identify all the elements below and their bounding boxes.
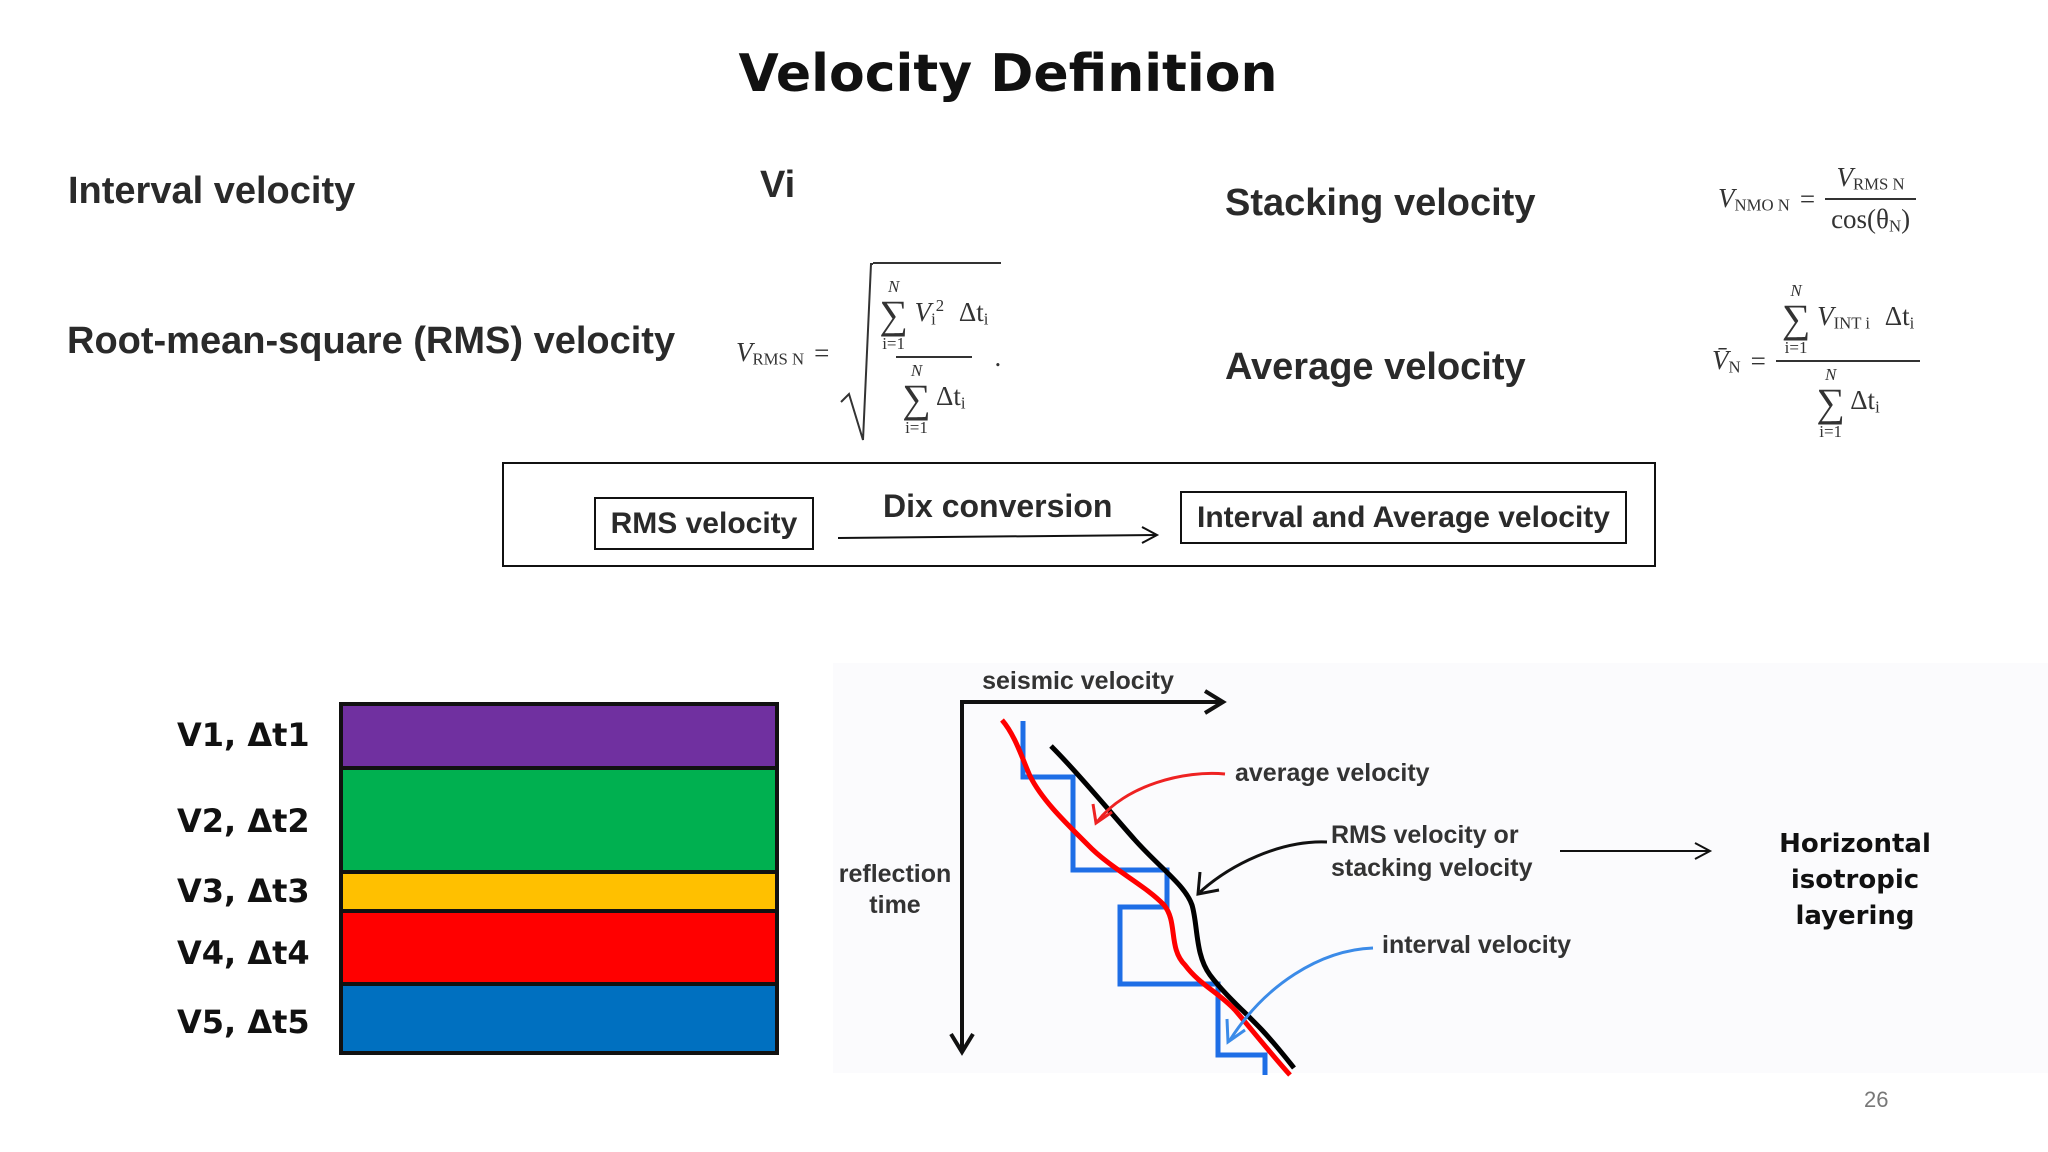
layer-model: [339, 702, 779, 1055]
rms-velocity-pointer: [1198, 840, 1328, 894]
layer-5: [343, 986, 775, 1051]
interval-velocity-symbol: Vi: [760, 164, 796, 206]
rms-velocity-curve-label-line1: RMS velocity or: [1331, 821, 1519, 849]
rms-velocity-curve-label-line2: stacking velocity: [1331, 854, 1533, 882]
interval-average-velocity-box: Interval and Average velocity: [1180, 491, 1627, 544]
conclusion-line-1: Horizontal isotropic: [1779, 829, 1931, 895]
x-axis-label: seismic velocity: [982, 667, 1174, 695]
layer-4: [343, 913, 775, 986]
rms-velocity-label: Root-mean-square (RMS) velocity: [67, 320, 676, 362]
axes: [949, 689, 1227, 1056]
stacking-velocity-formula: VNMO N = VRMS N cos(θN): [1718, 162, 1917, 237]
interval-velocity-label: Interval velocity: [68, 170, 356, 212]
layer-1: [343, 706, 775, 770]
slide-title: Velocity Definition: [738, 44, 1278, 104]
page-number: 26: [1864, 1087, 1889, 1112]
average-velocity-curve: [1000, 718, 1292, 1077]
square-root-sign: [840, 263, 874, 441]
layer-label-3: V3, Δt3: [177, 872, 310, 910]
interval-velocity-pointer: [1228, 946, 1374, 1041]
rms-velocity-curve: [1049, 744, 1296, 1070]
average-velocity-formula: V̄N = N∑i=1 VINT i Δti N∑i=1 Δti: [1712, 282, 1920, 440]
y-axis-label-line2: time: [869, 891, 921, 919]
dix-conversion-label: Dix conversion: [883, 488, 1113, 524]
dix-conversion-panel: [502, 462, 1656, 567]
layer-label-2: V2, Δt2: [177, 802, 310, 840]
dix-conversion-arrow: [837, 526, 1160, 544]
layer-2: [343, 770, 775, 874]
interval-velocity-curve: [1020, 721, 1268, 1075]
layer-label-5: V5, Δt5: [177, 1003, 310, 1041]
velocity-plot-background: [833, 663, 2048, 1073]
layer-label-4: V4, Δt4: [177, 934, 310, 972]
average-velocity-curve-label: average velocity: [1235, 759, 1430, 787]
rms-velocity-box: RMS velocity: [594, 497, 814, 550]
layer-3: [343, 874, 775, 913]
average-velocity-label: Average velocity: [1225, 346, 1526, 388]
conclusion-text: Horizontal isotropic layering: [1720, 826, 1990, 934]
conclusion-line-2: layering: [1795, 901, 1915, 931]
rms-velocity-formula: VRMS N = N∑i=1 Vi2 Δti N∑i=1 Δti .: [736, 262, 1002, 444]
stacking-velocity-label: Stacking velocity: [1225, 182, 1536, 224]
y-axis-label-line1: reflection: [839, 860, 952, 888]
average-velocity-pointer: [1095, 771, 1226, 823]
layer-label-1: V1, Δt1: [177, 716, 310, 754]
interval-velocity-curve-label: interval velocity: [1382, 931, 1571, 959]
